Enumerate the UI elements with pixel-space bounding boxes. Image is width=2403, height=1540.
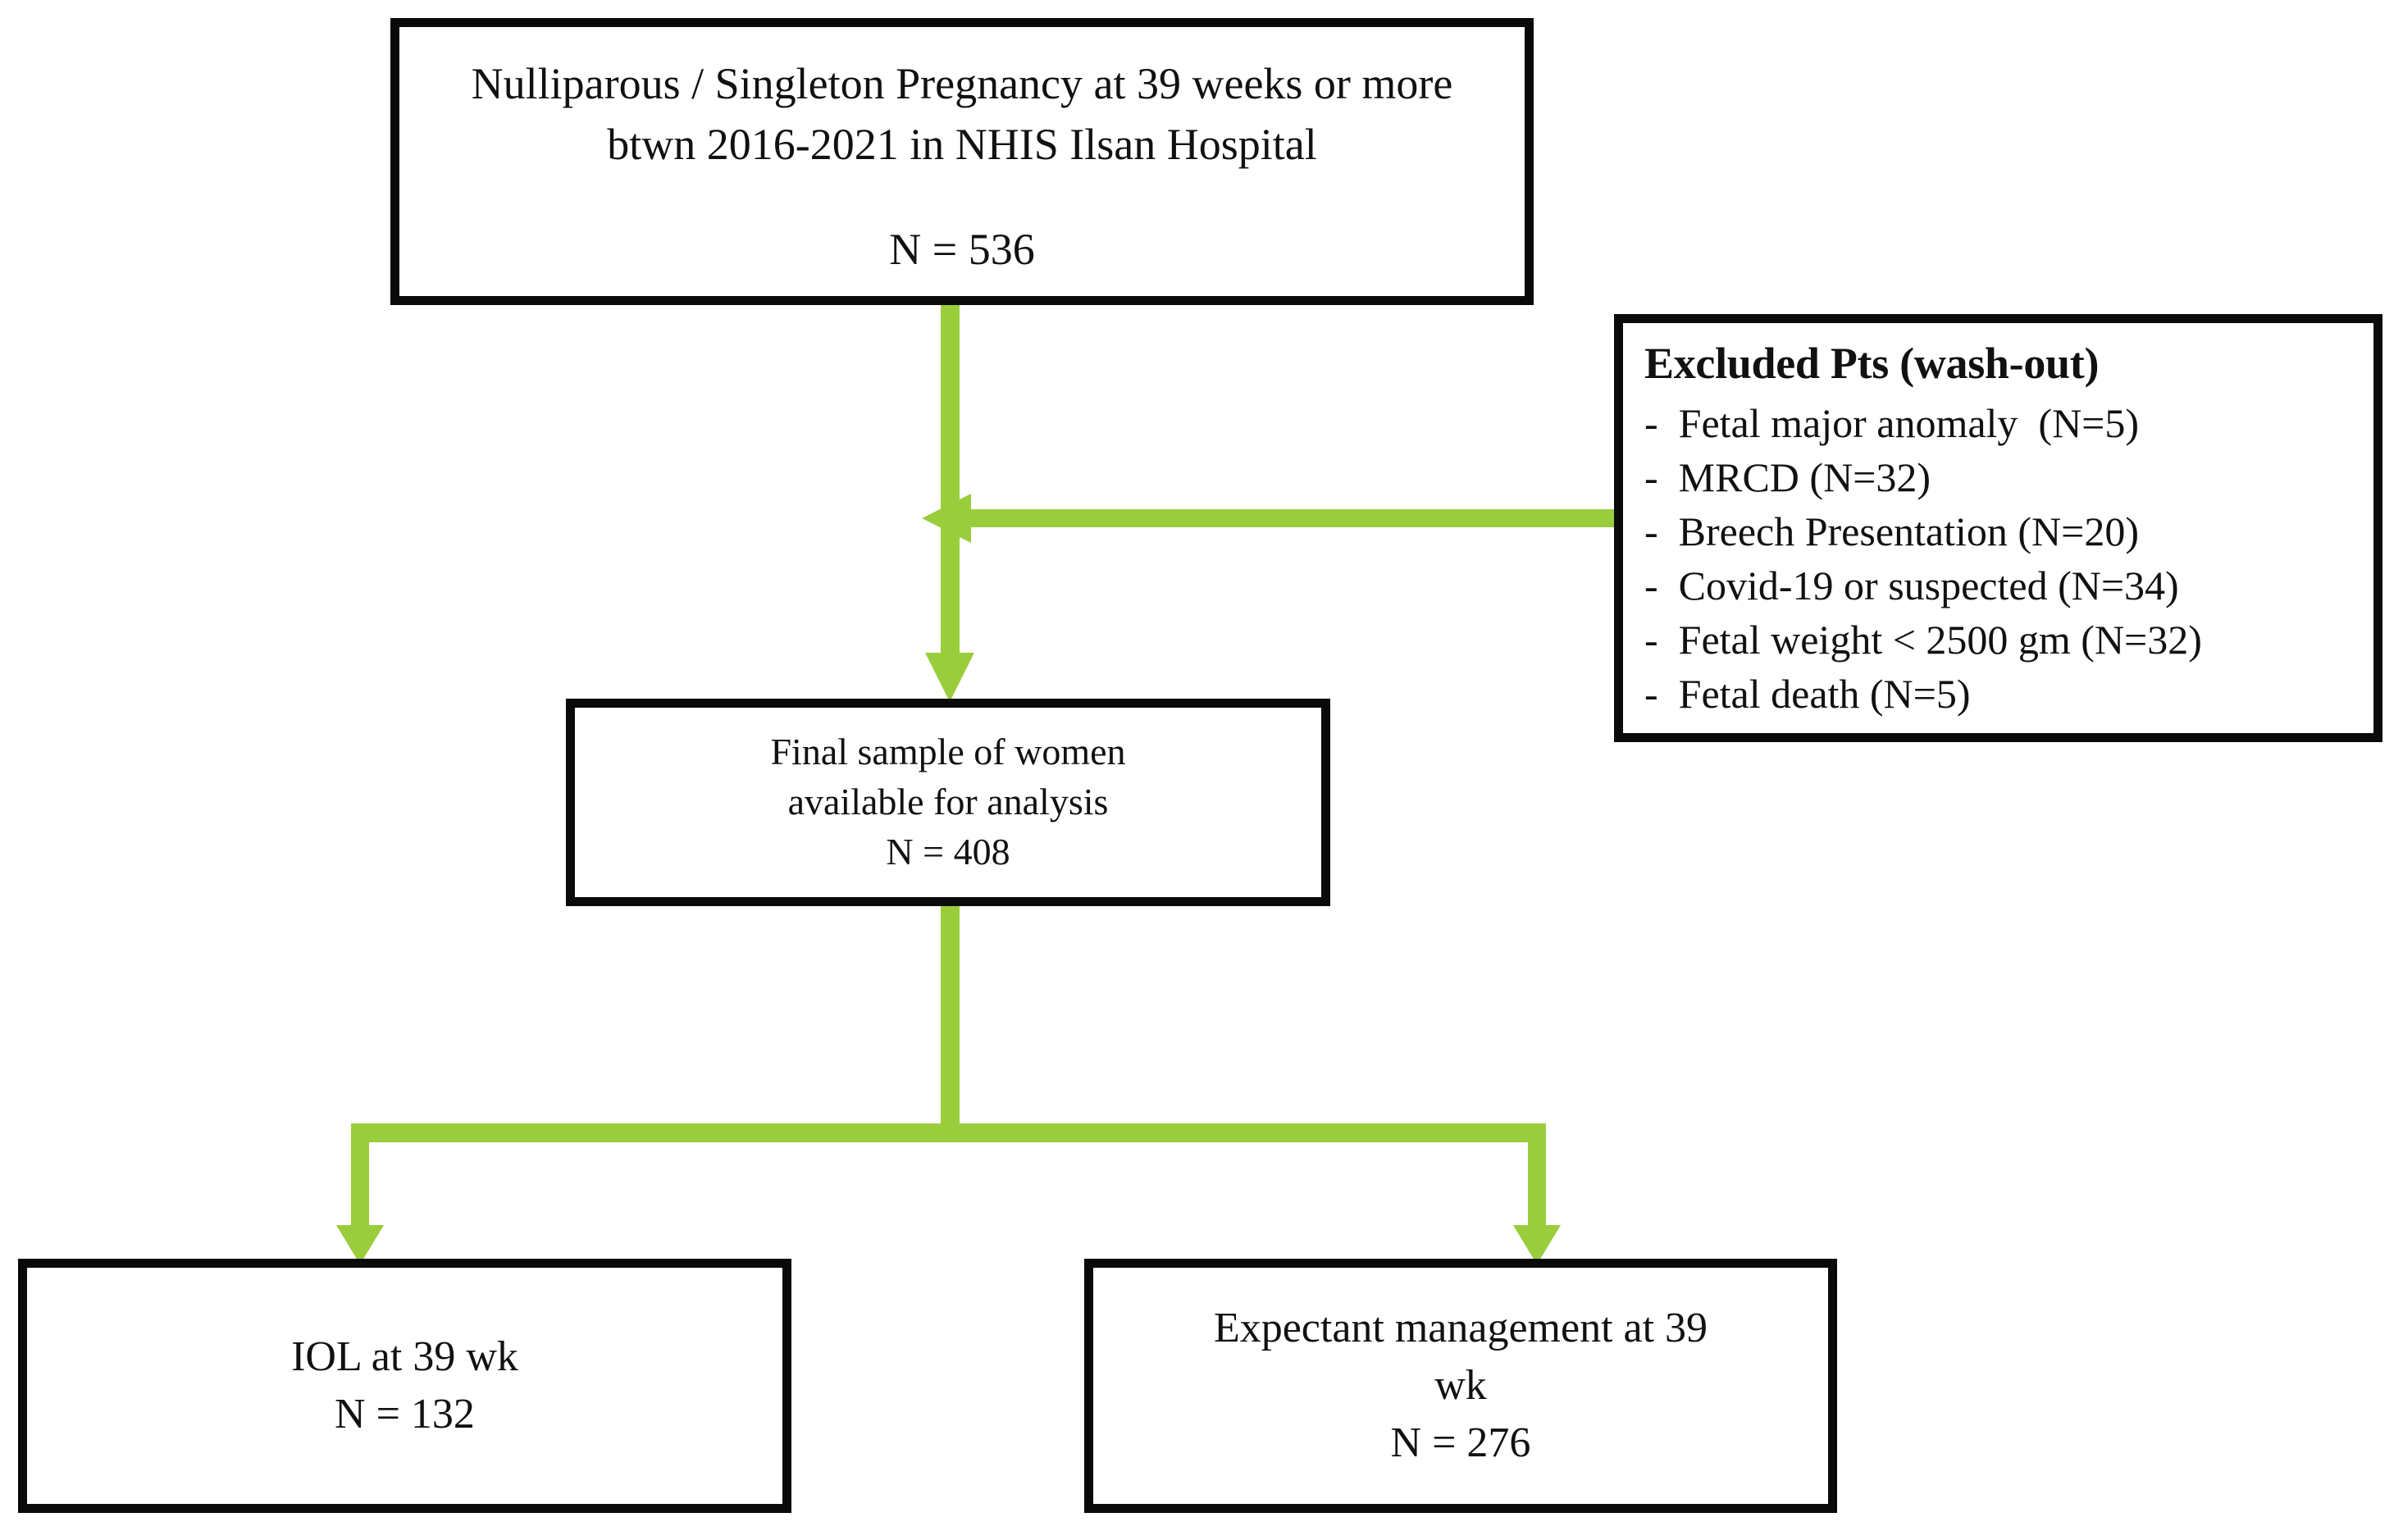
connector-drop-to-expectant: [1528, 1123, 1546, 1230]
box-iol-arm-line1: IOL at 39 wk: [291, 1333, 518, 1381]
box-iol-arm: IOL at 39 wk N = 132: [18, 1259, 791, 1513]
connector-top-to-final-trunk: [941, 300, 960, 654]
box-final-sample-line2: available for analysis: [787, 781, 1109, 823]
box-expectant-management-arm: Expectant management at 39 wk N = 276: [1084, 1259, 1837, 1513]
box-source-population: Nulliparous / Singleton Pregnancy at 39 …: [390, 18, 1534, 305]
box-iol-arm-count: N = 132: [335, 1391, 475, 1437]
excluded-item-breech-presentation: - Breech Presentation (N=20): [1644, 508, 2140, 554]
excluded-patients-title: Excluded Pts (wash-out): [1644, 339, 2100, 388]
box-source-population-line1: Nulliparous / Singleton Pregnancy at 39 …: [471, 59, 1453, 108]
box-expectant-management-count: N = 276: [1390, 1419, 1531, 1466]
box-final-sample-count: N = 408: [886, 830, 1010, 873]
box-expectant-management-line2: wk: [1434, 1362, 1487, 1410]
connector-fork-horizontal-bar: [351, 1123, 1546, 1142]
excluded-item-fetal-death: - Fetal death (N=5): [1644, 670, 1971, 717]
excluded-item-fetal-weight: - Fetal weight < 2500 gm (N=32): [1644, 616, 2202, 663]
arrowhead-into-iol-box-icon: [336, 1225, 384, 1264]
excluded-item-mrcd: - MRCD (N=32): [1644, 453, 1931, 500]
excluded-item-covid-19: - Covid-19 or suspected (N=34): [1644, 562, 2179, 608]
box-final-sample-line1: Final sample of women: [770, 731, 1126, 773]
connector-excluded-to-trunk-line: [969, 509, 1617, 527]
connector-drop-to-iol: [351, 1123, 369, 1230]
arrowhead-excluded-left-icon: [922, 494, 971, 543]
arrowhead-into-final-box-icon: [925, 653, 974, 702]
box-excluded-patients: Excluded Pts (wash-out) - Fetal major an…: [1614, 314, 2382, 742]
excluded-item-fetal-major-anomaly: - Fetal major anomaly (N=5): [1644, 399, 2140, 446]
arrowhead-into-expectant-box-icon: [1513, 1225, 1561, 1264]
connector-final-to-fork-trunk: [941, 902, 960, 1141]
box-source-population-count: N = 536: [889, 225, 1035, 275]
box-expectant-management-line1: Expectant management at 39: [1213, 1305, 1708, 1352]
box-source-population-line2: btwn 2016-2021 in NHIS Ilsan Hospital: [607, 120, 1317, 170]
box-final-sample: Final sample of women available for anal…: [566, 699, 1330, 906]
